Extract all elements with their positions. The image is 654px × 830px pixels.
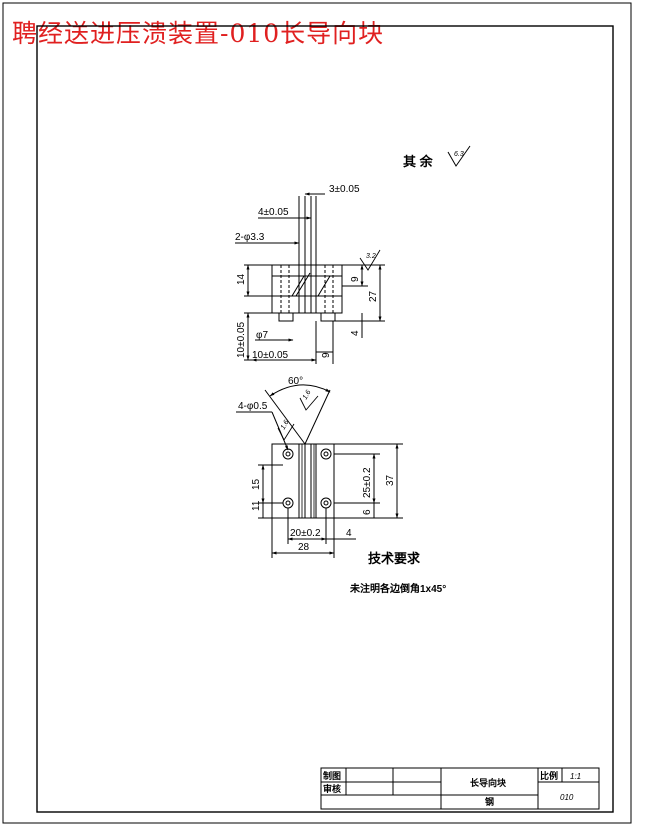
dim-4: 4±0.05 <box>258 207 289 218</box>
dim-15: 15 <box>251 478 262 490</box>
title-drawing-no: 010 <box>560 793 574 802</box>
dim-10-horizontal: 10±0.05 <box>252 350 289 361</box>
roughness-hole-value: 1.6 <box>280 419 291 431</box>
notes-line-1: 未注明各边倒角1x45° <box>349 582 446 595</box>
dim-10-vertical: 10±0.05 <box>236 321 247 358</box>
roughness-side-value: 3.2 <box>366 253 376 260</box>
dim-4b: 4 <box>350 330 361 336</box>
dim-28: 28 <box>298 542 310 553</box>
roughness-angle-value: 1.6 <box>302 389 313 401</box>
dim-27: 27 <box>368 290 379 302</box>
dim-3: 3±0.05 <box>329 184 360 195</box>
roughness-rest-label: 其 余 <box>403 154 434 169</box>
svg-text:6.3: 6.3 <box>454 151 464 158</box>
notes-heading: 技术要求 <box>368 551 421 566</box>
title-scale-label: 比例 <box>540 770 558 781</box>
outer-border <box>2 2 632 824</box>
banner-title: 聘经送进压溃装置-010长导向块 <box>12 19 385 48</box>
front-view <box>235 192 385 364</box>
title-part-name: 长导向块 <box>470 777 507 788</box>
dim-phi7: φ7 <box>256 330 268 341</box>
dim-14: 14 <box>236 273 247 285</box>
title-material: 钢 <box>485 796 494 807</box>
inner-border <box>36 25 614 813</box>
dim-9b: 9 <box>321 352 332 358</box>
title-checked-label: 审核 <box>323 783 341 794</box>
dim-holes-top: 4-φ0.5 <box>238 401 268 412</box>
top-view <box>236 384 403 558</box>
dim-holes: 2-φ3.3 <box>235 232 265 243</box>
title-scale-value: 1:1 <box>570 772 581 781</box>
dim-9: 9 <box>350 276 361 282</box>
title-drawn-label: 制图 <box>323 770 341 781</box>
dim-6: 6 <box>362 509 373 515</box>
dim-37: 37 <box>385 474 396 486</box>
dim-25: 25±0.2 <box>362 467 373 498</box>
roughness-rest-symbol: 6.3 <box>447 145 471 167</box>
dim-4-top: 4 <box>346 528 352 539</box>
dim-11: 11 <box>251 500 262 511</box>
dim-20: 20±0.2 <box>290 528 321 539</box>
title-block <box>320 767 600 810</box>
dim-angle: 60° <box>288 376 303 387</box>
